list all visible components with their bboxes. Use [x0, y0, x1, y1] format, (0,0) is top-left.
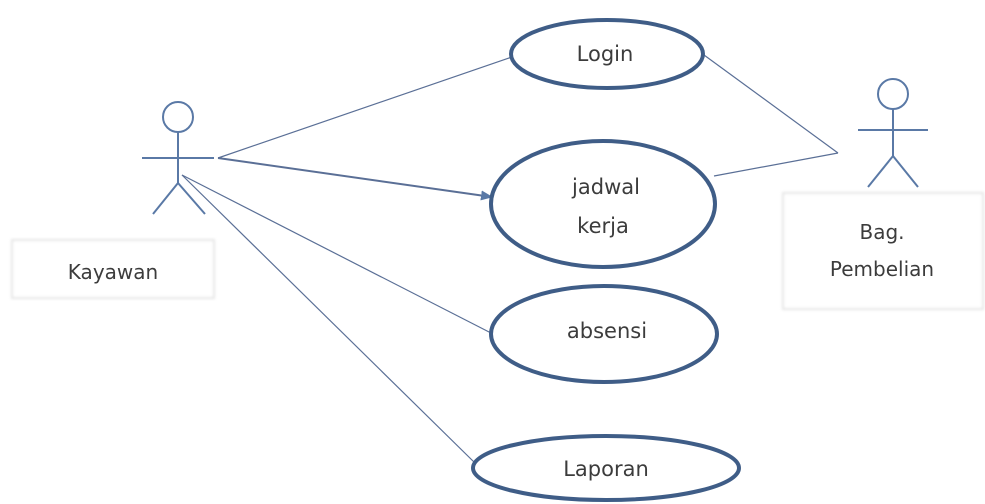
association-pembelian-login	[703, 54, 839, 154]
use-case-jadwal-kerja[interactable]	[489, 139, 717, 269]
use-case-jadwal-label-line1: jadwal	[571, 175, 640, 199]
actor-kayawan-label: Kayawan	[68, 260, 158, 284]
actor-pembelian-label-line2: Pembelian	[830, 257, 934, 281]
use-case-login-label: Login	[577, 42, 634, 66]
use-case-absensi[interactable]	[489, 284, 719, 384]
actor-label-box-right	[782, 192, 984, 310]
actor-label-box-left	[11, 239, 215, 299]
association-kayawan-absensi	[181, 174, 492, 334]
use-case-laporan-label: Laporan	[563, 457, 649, 481]
association-kayawan-jadwal	[217, 157, 493, 201]
use-case-laporan[interactable]	[471, 434, 741, 502]
association-pembelian-jadwal	[713, 152, 839, 177]
use-case-login[interactable]	[509, 18, 705, 90]
actor-pembelian-label-line1: Bag.	[859, 220, 904, 244]
use-case-jadwal-label-line2: kerja	[577, 214, 629, 238]
association-kayawan-login	[217, 56, 513, 159]
actor-kayawan-icon	[142, 101, 214, 215]
actor-pembelian-icon	[858, 78, 928, 188]
use-case-absensi-label: absensi	[567, 319, 647, 343]
association-kayawan-laporan	[181, 174, 476, 464]
